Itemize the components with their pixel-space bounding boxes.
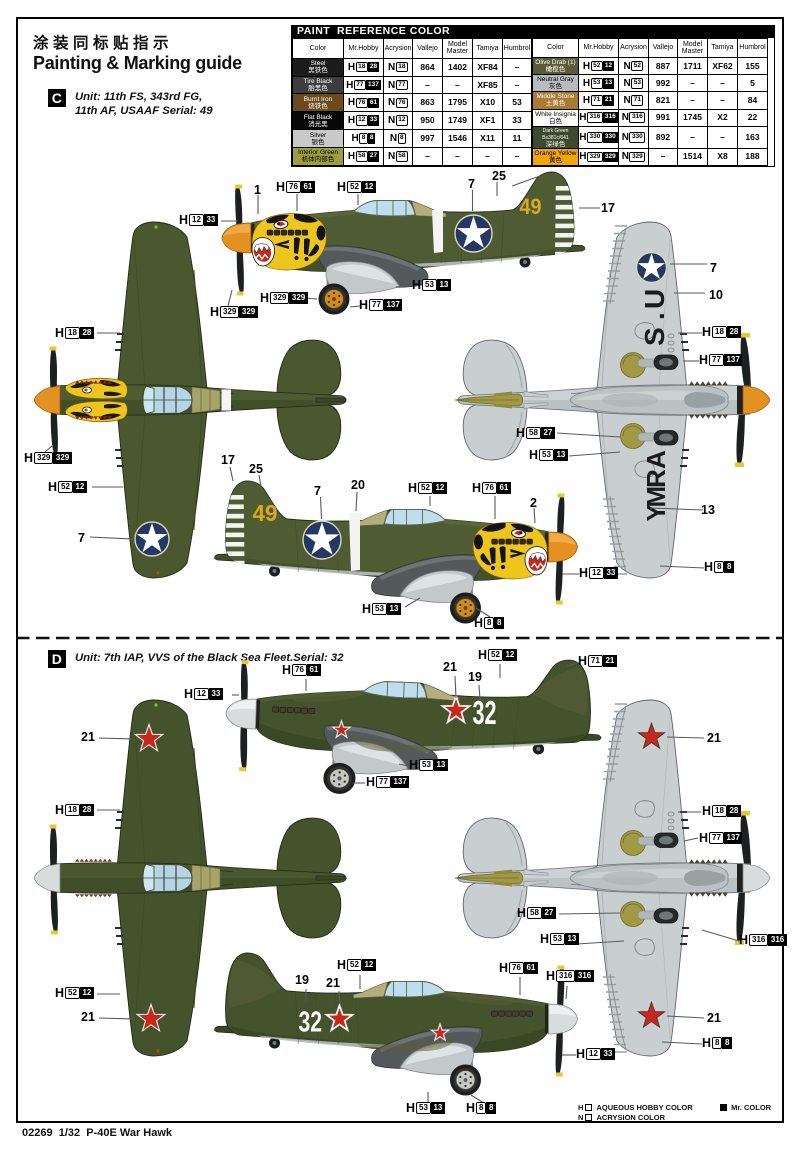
svg-text:49: 49	[253, 500, 278, 526]
svg-text:32: 32	[299, 1007, 323, 1039]
svg-text:A: A	[641, 450, 671, 469]
svg-text:U: U	[639, 289, 670, 309]
svg-text:M: M	[641, 486, 671, 508]
svg-text:Y: Y	[641, 504, 671, 521]
svg-text:R: R	[641, 469, 671, 488]
svg-text:.: .	[639, 312, 670, 320]
svg-text:S: S	[639, 327, 670, 346]
svg-text:32: 32	[473, 694, 497, 731]
svg-text:49: 49	[520, 194, 542, 219]
